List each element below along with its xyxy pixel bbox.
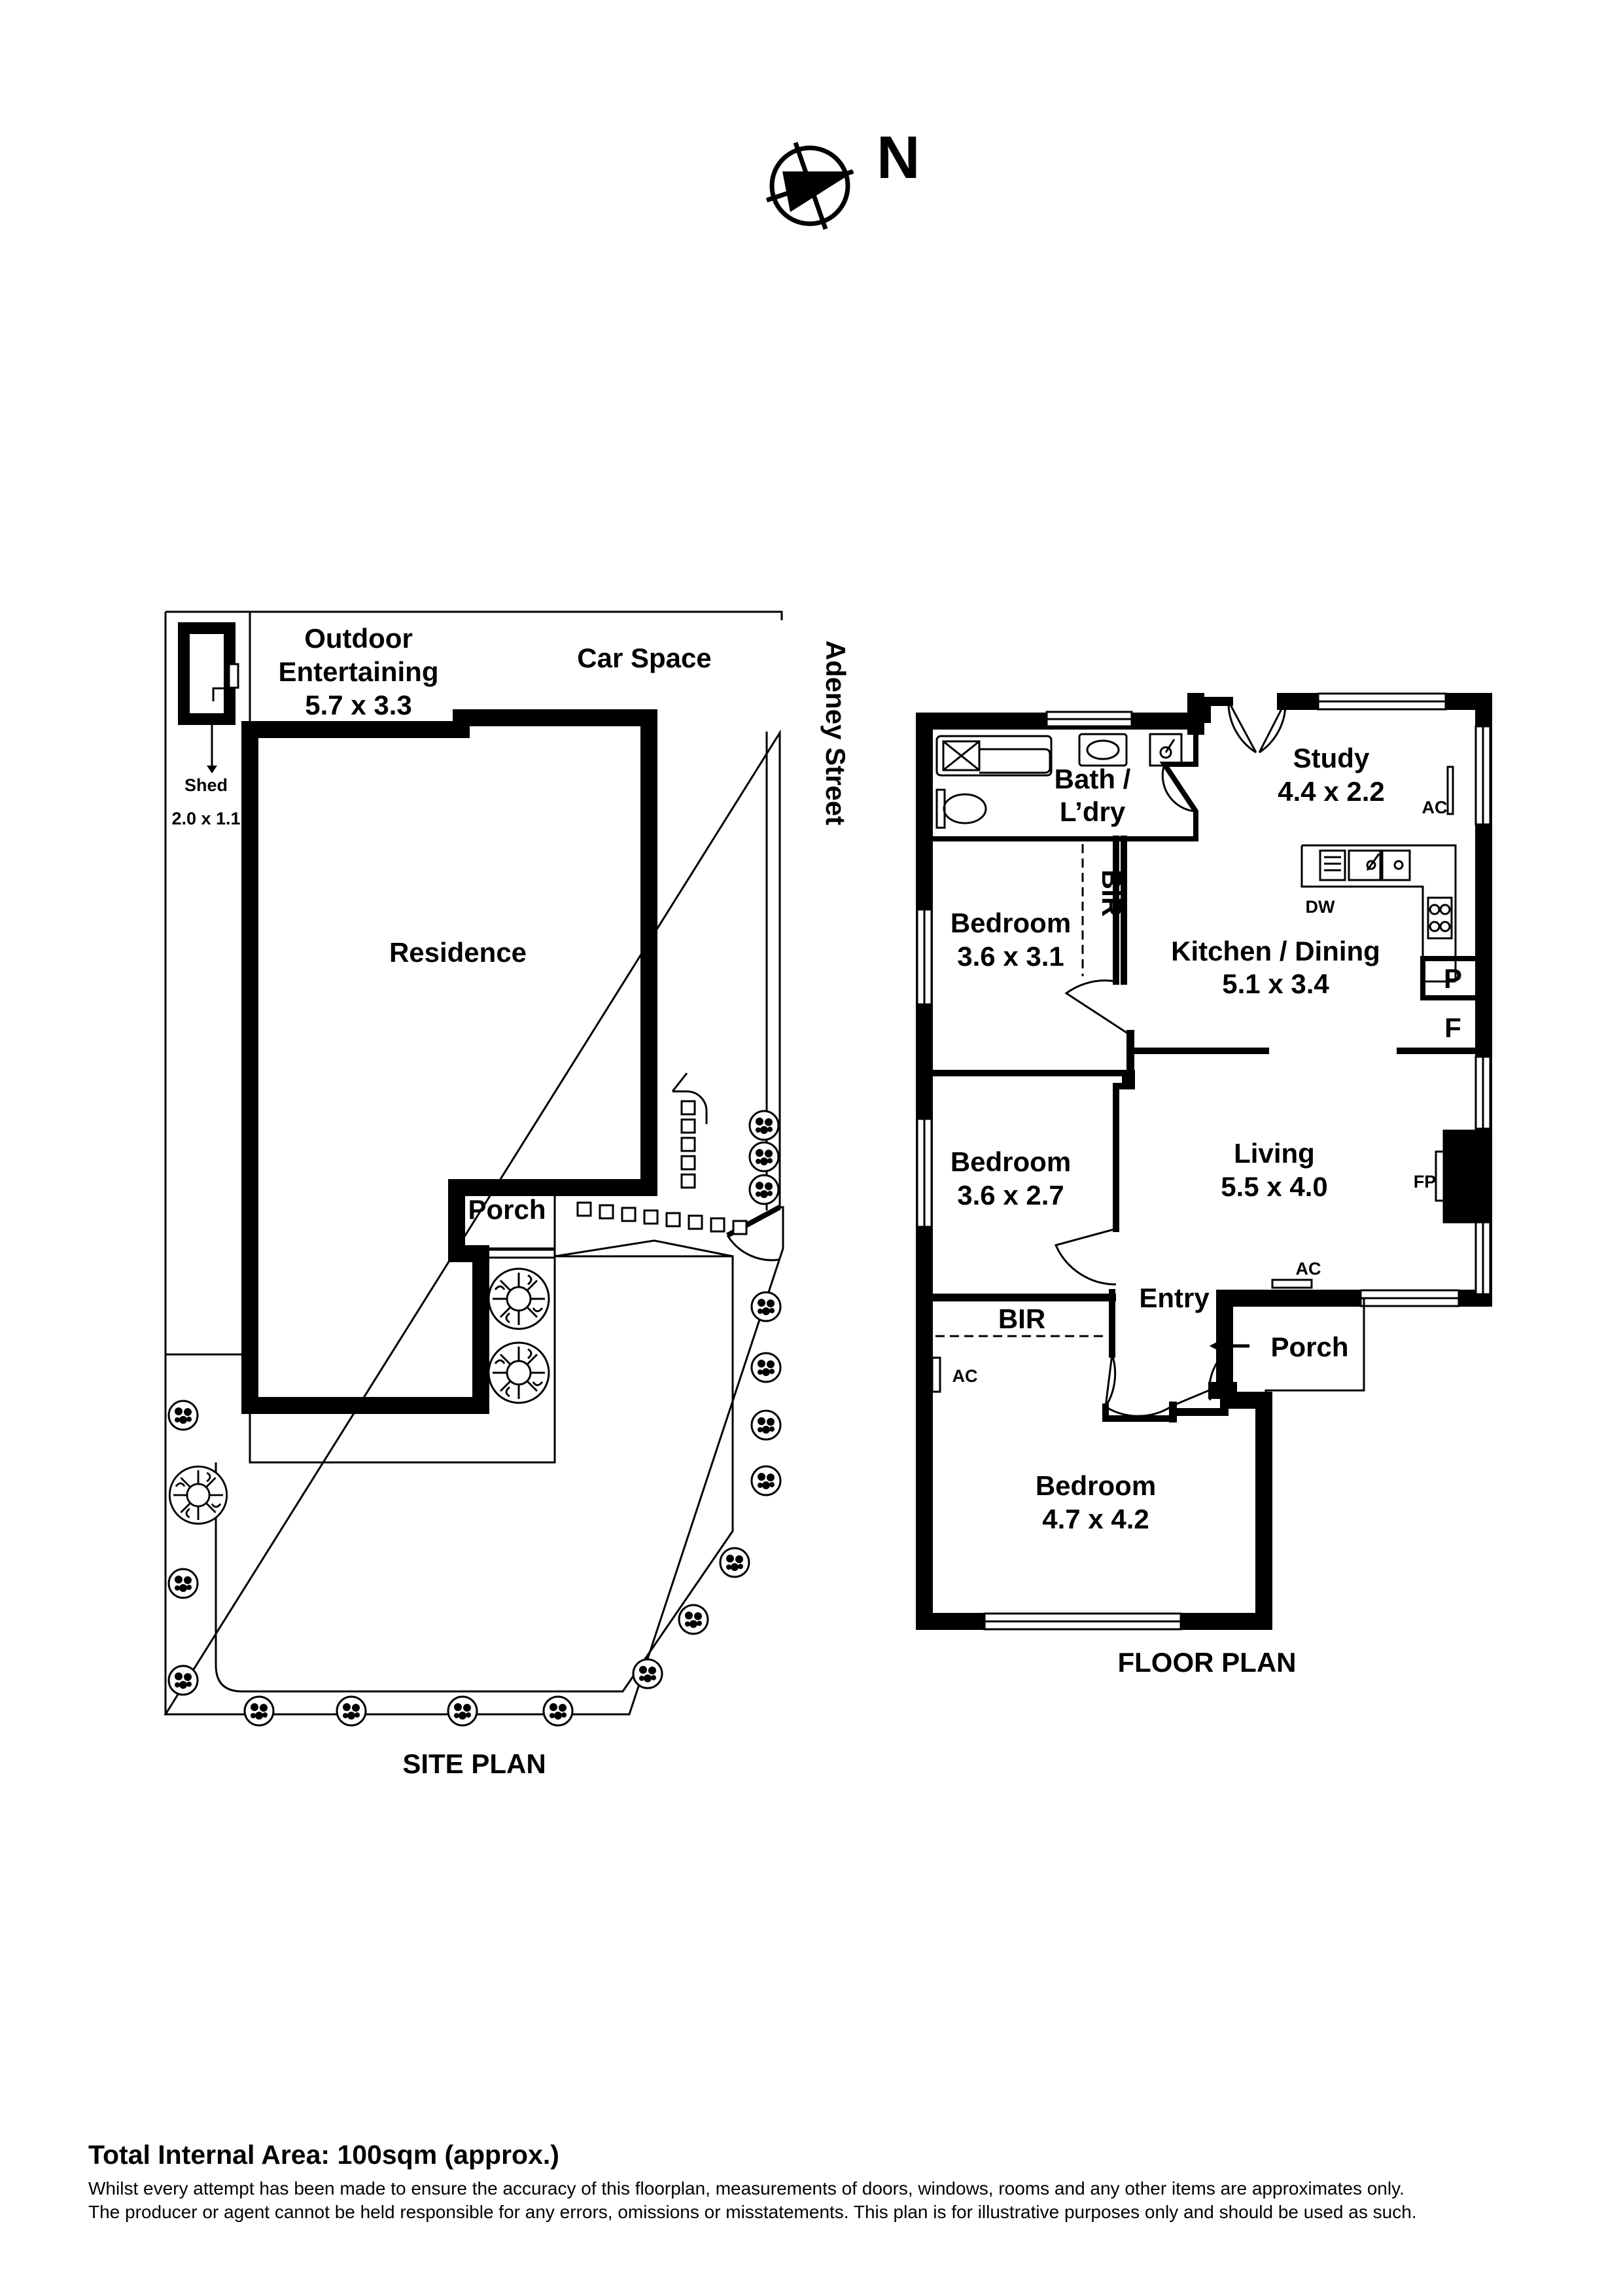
- dishwasher-label: DW: [1306, 897, 1335, 917]
- bedroom-3-label: Bedroom: [1036, 1470, 1156, 1501]
- pantry-label: P: [1444, 963, 1462, 994]
- north-label: N: [877, 124, 920, 191]
- shed: [178, 622, 236, 725]
- shed-label: Shed: [184, 775, 228, 795]
- residence-outline: [241, 709, 657, 1414]
- outdoor-entertaining-label-1: Outdoor: [304, 623, 413, 654]
- site-plan-caption: SITE PLAN: [402, 1748, 546, 1779]
- site-porch-label: Porch: [468, 1194, 546, 1225]
- living-dims: 5.5 x 4.0: [1221, 1171, 1327, 1202]
- kitchen-dining-dims: 5.1 x 3.4: [1222, 968, 1329, 999]
- site-plan: [164, 610, 784, 1716]
- fridge-label: F: [1444, 1012, 1461, 1043]
- footer: Total Internal Area: 100sqm (approx.) Wh…: [88, 2140, 1567, 2224]
- bir-1-label: BIR: [1096, 870, 1127, 917]
- bedroom-ac-label: AC: [952, 1366, 978, 1386]
- disclaimer-line-2: The producer or agent cannot be held res…: [88, 2202, 1417, 2222]
- living-label: Living: [1234, 1138, 1315, 1169]
- bedroom-1-label: Bedroom: [951, 908, 1071, 938]
- street-label: Adeney Street: [820, 641, 851, 825]
- floor-plan-details: [916, 692, 1492, 1631]
- living-ac-label: AC: [1296, 1259, 1321, 1279]
- bath-label-2: L’dry: [1060, 796, 1126, 827]
- entry-label: Entry: [1139, 1282, 1210, 1313]
- outdoor-entertaining-label-2: Entertaining: [278, 656, 438, 687]
- bath-label-1: Bath /: [1055, 764, 1131, 794]
- car-space-label: Car Space: [577, 643, 711, 673]
- bedroom-3-dims: 4.7 x 4.2: [1042, 1504, 1149, 1534]
- fireplace-label: FP: [1414, 1172, 1437, 1192]
- north-arrow-icon: [765, 141, 854, 230]
- residence-label: Residence: [389, 937, 527, 968]
- shed-dims: 2.0 x 1.1: [171, 809, 240, 828]
- kitchen-dining-label: Kitchen / Dining: [1171, 936, 1380, 966]
- study-ac-label: AC: [1422, 798, 1448, 817]
- bir-2-label: BIR: [998, 1303, 1045, 1334]
- study-label: Study: [1293, 743, 1370, 773]
- study-dims: 4.4 x 2.2: [1278, 776, 1384, 807]
- bedroom-2-label: Bedroom: [951, 1146, 1071, 1177]
- pavers: [576, 1100, 748, 1235]
- disclaimer-line-1: Whilst every attempt has been made to en…: [88, 2178, 1405, 2199]
- bedroom-1-dims: 3.6 x 3.1: [957, 941, 1064, 972]
- floor-porch-label: Porch: [1270, 1332, 1348, 1362]
- bedroom-2-dims: 3.6 x 2.7: [957, 1180, 1064, 1210]
- floor-plan-caption: FLOOR PLAN: [1118, 1647, 1297, 1678]
- outdoor-entertaining-dims: 5.7 x 3.3: [305, 690, 411, 720]
- total-area: Total Internal Area: 100sqm (approx.): [88, 2140, 559, 2170]
